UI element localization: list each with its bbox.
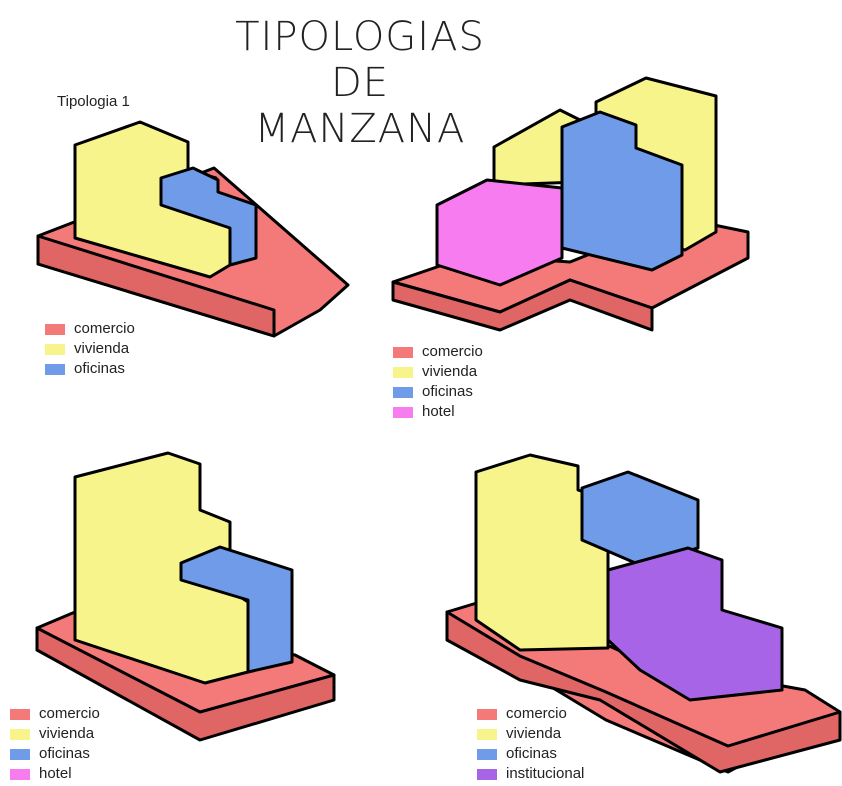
typology-1-label: Tipologia 1 (57, 93, 130, 110)
legend-typology-2: comercio vivienda oficinas hotel (393, 342, 483, 422)
legend-typology-3: comercio vivienda oficinas hotel (10, 704, 100, 784)
swatch-comercio (477, 708, 497, 720)
legend-label: vivienda (422, 363, 478, 380)
t2-comercio-side (391, 278, 654, 332)
typology-2-block (391, 76, 750, 332)
t1-comercio-side (36, 234, 276, 338)
legend-label: comercio (506, 705, 567, 722)
swatch-oficinas (477, 748, 497, 760)
legend-typology-4: comercio vivienda oficinas institucional (477, 704, 584, 784)
legend-item-hotel: hotel (10, 764, 100, 784)
t2-oficinas (560, 110, 684, 272)
legend-label: vivienda (74, 340, 130, 357)
legend-label: vivienda (39, 725, 95, 742)
t4-oficinas (580, 470, 700, 567)
legend-item-vivienda: vivienda (477, 724, 584, 744)
t3-comercio-side (35, 626, 336, 742)
swatch-vivienda (477, 728, 497, 740)
legend-item-vivienda: vivienda (45, 339, 135, 359)
swatch-hotel (393, 406, 413, 418)
legend-item-hotel: hotel (393, 402, 483, 422)
legend-label: oficinas (74, 360, 125, 377)
swatch-vivienda (45, 343, 65, 355)
swatch-comercio (10, 708, 30, 720)
legend-label: comercio (39, 705, 100, 722)
title-line-2: MANZANA (254, 106, 466, 152)
legend-label: comercio (74, 320, 135, 337)
legend-item-comercio: comercio (477, 704, 584, 724)
legend-label: institucional (506, 765, 585, 782)
legend-item-comercio: comercio (393, 342, 483, 362)
t4-institucional (606, 546, 784, 702)
legend-label: hotel (39, 765, 72, 782)
legend-label: oficinas (422, 383, 473, 400)
legend-item-comercio: comercio (10, 704, 100, 724)
t2-hotel (435, 178, 564, 287)
legend-item-comercio: comercio (45, 319, 135, 339)
legend-item-oficinas: oficinas (10, 744, 100, 764)
typology-3-block (35, 451, 336, 742)
legend-label: comercio (422, 343, 483, 360)
swatch-comercio (393, 346, 413, 358)
legend-label: vivienda (506, 725, 562, 742)
legend-item-vivienda: vivienda (10, 724, 100, 744)
t1-oficinas-front (159, 166, 258, 267)
page-title: TIPOLOGIAS DE MANZANA (200, 14, 520, 152)
legend-typology-1: comercio vivienda oficinas (45, 319, 135, 379)
swatch-oficinas (393, 386, 413, 398)
legend-label: hotel (422, 403, 455, 420)
legend-item-oficinas: oficinas (45, 359, 135, 379)
swatch-vivienda (393, 366, 413, 378)
t4-comercio-side (445, 610, 842, 774)
swatch-oficinas (45, 363, 65, 375)
legend-item-vivienda: vivienda (393, 362, 483, 382)
swatch-comercio (45, 323, 65, 335)
swatch-hotel (10, 768, 30, 780)
t4-vivienda (474, 453, 610, 652)
t3-oficinas (179, 545, 294, 674)
swatch-vivienda (10, 728, 30, 740)
typology-4-block (445, 453, 842, 774)
legend-item-institucional: institucional (477, 764, 584, 784)
legend-item-oficinas: oficinas (393, 382, 483, 402)
swatch-oficinas (10, 748, 30, 760)
legend-label: oficinas (506, 745, 557, 762)
legend-item-oficinas: oficinas (477, 744, 584, 764)
legend-label: oficinas (39, 745, 90, 762)
swatch-institucional (477, 768, 497, 780)
typology-1-block (36, 120, 350, 338)
title-line-1: TIPOLOGIAS DE (235, 14, 485, 106)
